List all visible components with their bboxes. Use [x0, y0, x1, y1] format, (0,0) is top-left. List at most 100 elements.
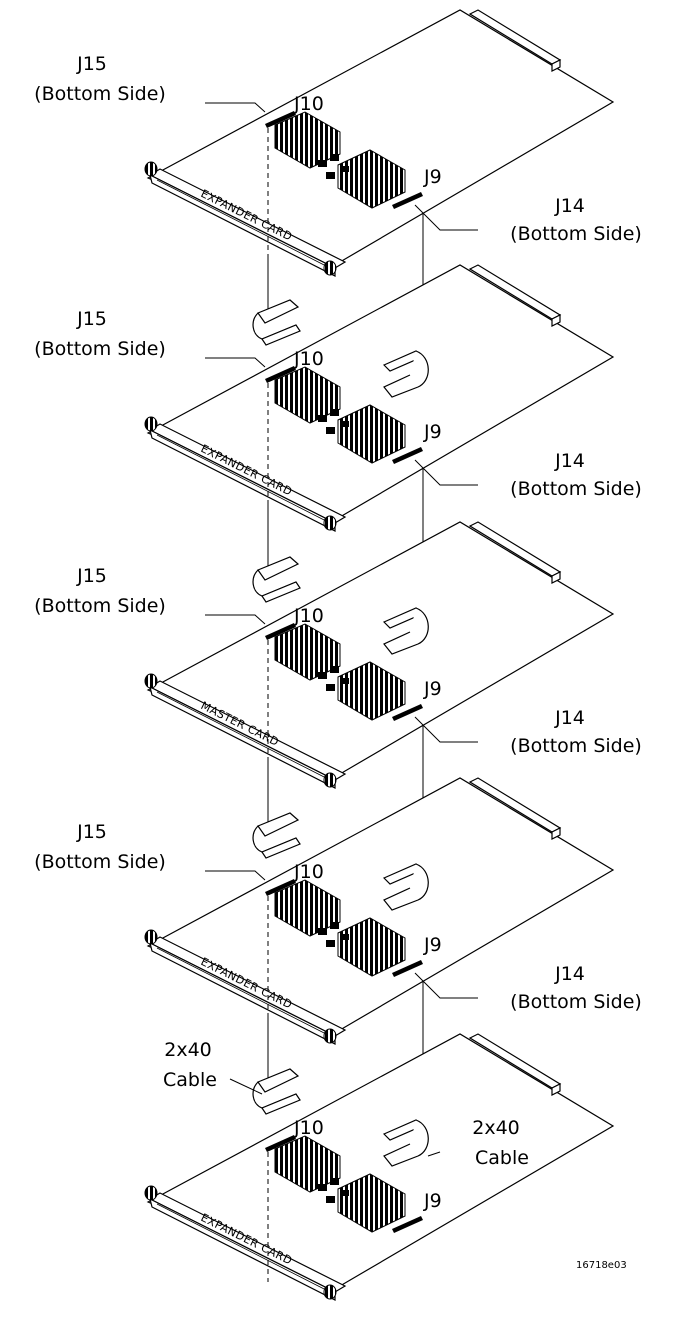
- cable-callout-note-right: Cable: [475, 1147, 529, 1169]
- connector-j10: [265, 366, 296, 383]
- ribbon-cable-left-end: [261, 324, 301, 346]
- connector-j9: [392, 960, 423, 977]
- chip: [340, 421, 349, 427]
- cable-leader-right: [427, 1151, 441, 1157]
- edge-connector-side: [551, 827, 561, 840]
- heat-sink-left: [274, 879, 341, 937]
- cable-callout-note-left: Cable: [163, 1069, 217, 1091]
- chip: [326, 427, 335, 434]
- chip: [318, 928, 327, 935]
- j15-callout-name: J15: [76, 821, 107, 843]
- chip: [340, 934, 349, 940]
- edge-connector-side: [551, 1083, 561, 1096]
- heat-sink-right: [337, 917, 406, 977]
- chip: [330, 154, 339, 161]
- j15-leader: [205, 357, 266, 368]
- figure-id: 16718e03: [576, 1260, 627, 1271]
- ribbon-cable-right-loop: [383, 1119, 429, 1167]
- connector-label-j9: J9: [423, 166, 442, 188]
- heat-sink-left: [274, 111, 341, 169]
- edge-connector-side: [551, 59, 561, 72]
- j15-callout-name: J15: [76, 565, 107, 587]
- ribbon-cable-left: [257, 299, 300, 324]
- connector-label-j9: J9: [423, 421, 442, 443]
- connector-label-j10: J10: [293, 1117, 324, 1139]
- chip: [318, 415, 327, 422]
- j15-leader: [205, 870, 266, 881]
- connector-label-j9: J9: [423, 1190, 442, 1212]
- front-panel-edge: [156, 434, 333, 525]
- connector-j9: [392, 704, 423, 721]
- j14-leader: [414, 204, 478, 231]
- j14-callout-name: J14: [554, 963, 585, 985]
- edge-connector-side: [551, 571, 561, 584]
- j15-callout-note: (Bottom Side): [34, 83, 166, 105]
- ribbon-cable-left-end: [261, 581, 301, 603]
- connector-j9: [392, 192, 423, 209]
- cable-callout-name-left: 2x40: [164, 1039, 212, 1061]
- j14-leader: [414, 459, 478, 486]
- chip: [326, 684, 335, 691]
- chip: [318, 1184, 327, 1191]
- connector-j9: [392, 1216, 423, 1233]
- thumb-screw-left: [144, 929, 158, 945]
- heat-sink-left: [274, 623, 341, 681]
- j15-callout-note: (Bottom Side): [34, 595, 166, 617]
- ribbon-cable-left: [257, 1068, 300, 1093]
- connector-label-j10: J10: [293, 348, 324, 370]
- ribbon-cable-right-loop: [383, 350, 429, 398]
- ribbon-cable-right-loop: [383, 863, 429, 911]
- connector-label-j9: J9: [423, 934, 442, 956]
- front-panel-edge: [156, 947, 333, 1038]
- chip: [326, 172, 335, 179]
- chip: [330, 1178, 339, 1185]
- connector-j10: [265, 623, 296, 640]
- heat-sink-right: [337, 149, 406, 209]
- j14-callout-name: J14: [554, 707, 585, 729]
- edge-connector-side: [551, 314, 561, 327]
- ribbon-cable-pair: [252, 556, 429, 655]
- ribbon-cable-right-loop: [383, 607, 429, 655]
- chip: [330, 666, 339, 673]
- chip: [318, 160, 327, 167]
- ribbon-cable-pair: [252, 1068, 429, 1167]
- j14-callout-note: (Bottom Side): [510, 478, 642, 500]
- thumb-screw-left: [144, 416, 158, 432]
- front-panel-edge: [156, 179, 333, 270]
- j14-callout-name: J14: [554, 450, 585, 472]
- front-panel-edge: [156, 691, 333, 782]
- cable-leader-left: [229, 1078, 263, 1095]
- connector-label-j10: J10: [293, 605, 324, 627]
- j15-leader: [205, 102, 266, 113]
- j15-callout-note: (Bottom Side): [34, 338, 166, 360]
- heat-sink-right: [337, 661, 406, 721]
- chip: [330, 409, 339, 416]
- thumb-screw-right: [323, 260, 337, 276]
- ribbon-cable-left: [257, 556, 300, 581]
- connector-j10: [265, 879, 296, 896]
- thumb-screw-left: [144, 1185, 158, 1201]
- j15-callout-name: J15: [76, 53, 107, 75]
- chip: [326, 1196, 335, 1203]
- front-panel-edge: [156, 1203, 333, 1294]
- j14-leader: [414, 972, 478, 999]
- thumb-screw-right: [323, 515, 337, 531]
- ribbon-cable-pair: [252, 812, 429, 911]
- connector-label-j10: J10: [293, 861, 324, 883]
- ribbon-cable-left: [257, 812, 300, 837]
- connector-label-j9: J9: [423, 678, 442, 700]
- chip: [330, 922, 339, 929]
- connector-j9: [392, 447, 423, 464]
- heat-sink-right: [337, 1173, 406, 1233]
- j14-callout-note: (Bottom Side): [510, 223, 642, 245]
- j14-leader: [414, 716, 478, 743]
- chip: [340, 1190, 349, 1196]
- ribbon-cable-left-end: [261, 1093, 301, 1115]
- ribbon-cable-pair: [252, 299, 429, 398]
- j15-callout-name: J15: [76, 308, 107, 330]
